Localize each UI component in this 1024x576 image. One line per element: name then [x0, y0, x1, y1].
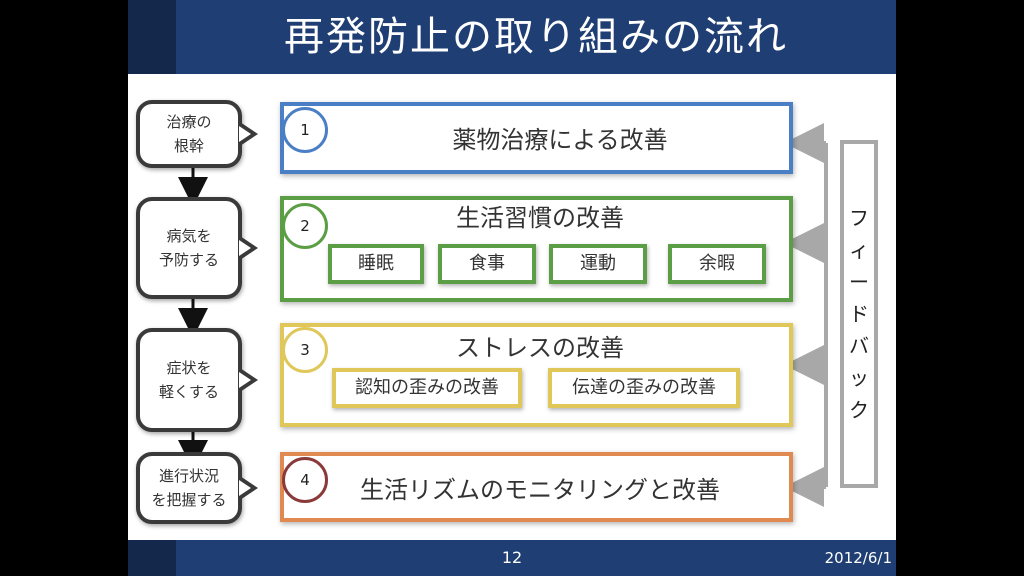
- feedback-char: ド: [849, 302, 869, 326]
- footer-bar: 12 2012/6/1: [128, 540, 896, 576]
- panel-1-number-badge: 1: [282, 107, 328, 153]
- slide-date: 2012/6/1: [824, 549, 892, 567]
- item-exercise: 運動: [549, 244, 647, 284]
- stage-1-line1: 治療の: [166, 113, 212, 131]
- footer-bar-accent: [128, 540, 176, 576]
- panel-monitoring: [280, 452, 793, 522]
- panel-2-number-badge: 2: [282, 203, 328, 249]
- slide-title: 再発防止の取り組みの流れ: [284, 14, 788, 60]
- panel-4-number-badge: 4: [282, 457, 328, 503]
- feedback-char: ク: [849, 398, 869, 422]
- stage-box-1: 治療の 根幹: [136, 100, 258, 168]
- title-bar-accent: [128, 0, 176, 74]
- panel-3-number-badge: 3: [282, 327, 328, 373]
- feedback-char: ィ: [849, 238, 869, 262]
- item-sleep: 睡眠: [328, 244, 424, 284]
- feedback-box: フ ィ ー ド バ ッ ク: [840, 140, 878, 488]
- stage-3-line1: 症状を: [166, 359, 212, 377]
- item-leisure: 余暇: [668, 244, 766, 284]
- feedback-char: バ: [849, 334, 869, 358]
- stage-4-line2: を把握する: [151, 491, 227, 509]
- panel-medication: [280, 102, 793, 174]
- page-number: 12: [501, 548, 523, 567]
- feedback-char: ッ: [849, 366, 869, 390]
- panel-1-title: 薬物治療による改善: [452, 126, 668, 154]
- item-cognitive-distortion: 認知の歪みの改善: [332, 368, 522, 408]
- stage-box-3: 症状を 軽くする: [136, 328, 258, 432]
- stage-2-line1: 病気を: [166, 227, 212, 245]
- panel-4-title: 生活リズムのモニタリングと改善: [360, 476, 720, 504]
- panel-2-title: 生活習慣の改善: [456, 204, 624, 232]
- feedback-char: ー: [849, 270, 869, 294]
- stage-box-2: 病気を 予防する: [136, 197, 258, 299]
- item-diet: 食事: [438, 244, 536, 284]
- panel-3-title: ストレスの改善: [456, 334, 624, 362]
- stage-2-line2: 予防する: [158, 251, 219, 269]
- item-communication-distortion: 伝達の歪みの改善: [548, 368, 740, 408]
- stage-4-line1: 進行状況: [158, 467, 219, 485]
- title-bar: 再発防止の取り組みの流れ: [128, 0, 896, 74]
- stage-box-4: 進行状況 を把握する: [136, 452, 258, 524]
- stage-1-line2: 根幹: [173, 137, 204, 155]
- feedback-char: フ: [849, 206, 869, 230]
- stage-3-line2: 軽くする: [158, 383, 219, 401]
